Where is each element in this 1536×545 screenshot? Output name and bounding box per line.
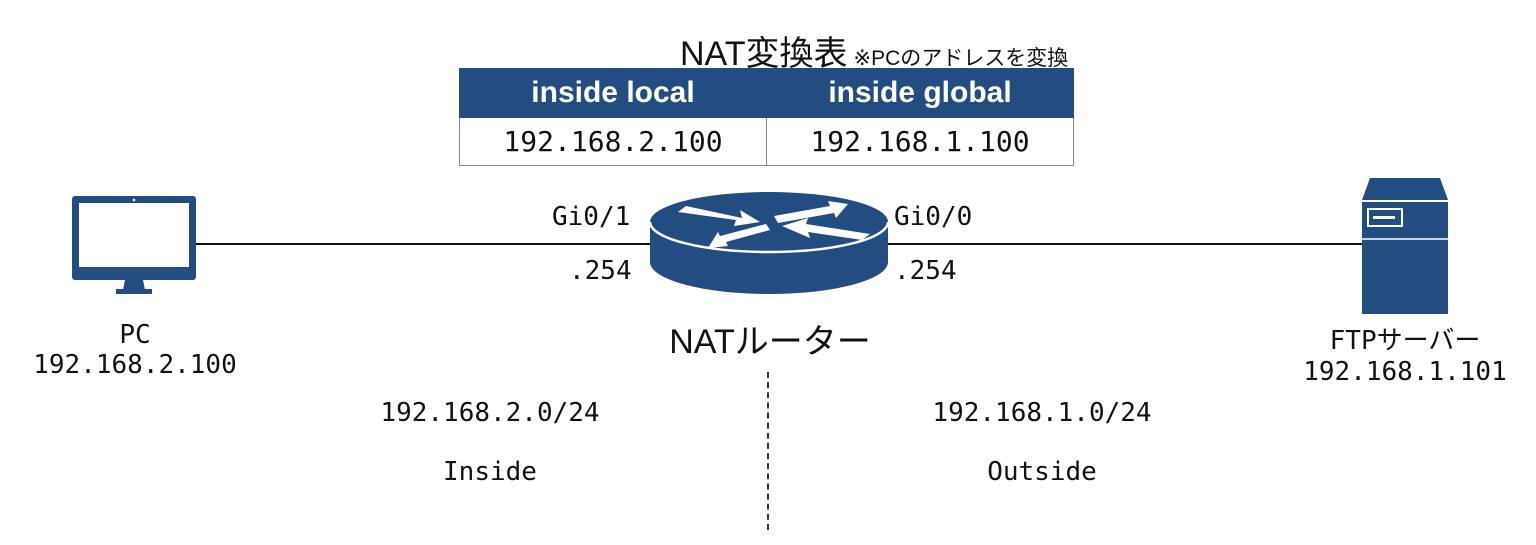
link-router-server bbox=[884, 243, 1364, 245]
table-row: 192.168.2.100 192.168.1.100 bbox=[459, 117, 1074, 166]
outside-label: Outside bbox=[987, 457, 1097, 487]
router-icon bbox=[648, 190, 890, 300]
header-inside-local: inside local bbox=[459, 68, 767, 118]
pc-name: PC bbox=[119, 320, 151, 350]
pc-ip: 192.168.2.100 bbox=[33, 350, 237, 380]
header-inside-global: inside global bbox=[766, 68, 1074, 118]
title-note: ※PCのアドレスを変換 bbox=[853, 47, 1069, 70]
router-right-interface: Gi0/0 bbox=[894, 202, 973, 232]
cell-inside-local: 192.168.2.100 bbox=[459, 117, 767, 166]
link-pc-router bbox=[195, 243, 653, 245]
title-text: NAT変換表 bbox=[680, 35, 848, 73]
router-left-ip: .254 bbox=[569, 256, 632, 286]
monitor-icon bbox=[72, 196, 198, 302]
outside-subnet: 192.168.1.0/24 bbox=[932, 398, 1152, 428]
inside-subnet: 192.168.2.0/24 bbox=[380, 398, 600, 428]
inside-outside-boundary bbox=[767, 372, 769, 530]
cell-inside-global: 192.168.1.100 bbox=[766, 117, 1074, 166]
router-right-ip: .254 bbox=[894, 256, 957, 286]
server-name: FTPサーバー bbox=[1329, 326, 1481, 356]
router-left-interface: Gi0/1 bbox=[552, 202, 631, 232]
router-name: NATルーター bbox=[669, 323, 871, 361]
server-label: FTPサーバー 192.168.1.101 bbox=[1280, 320, 1530, 387]
pc-label: PC 192.168.2.100 bbox=[0, 320, 270, 380]
nat-table-title: NAT変換表※PCのアドレスを変換 bbox=[680, 26, 1068, 75]
inside-label: Inside bbox=[443, 457, 537, 487]
nat-table: inside local inside global 192.168.2.100… bbox=[459, 68, 1074, 166]
server-ip: 192.168.1.101 bbox=[1303, 357, 1507, 387]
server-icon bbox=[1362, 178, 1450, 318]
